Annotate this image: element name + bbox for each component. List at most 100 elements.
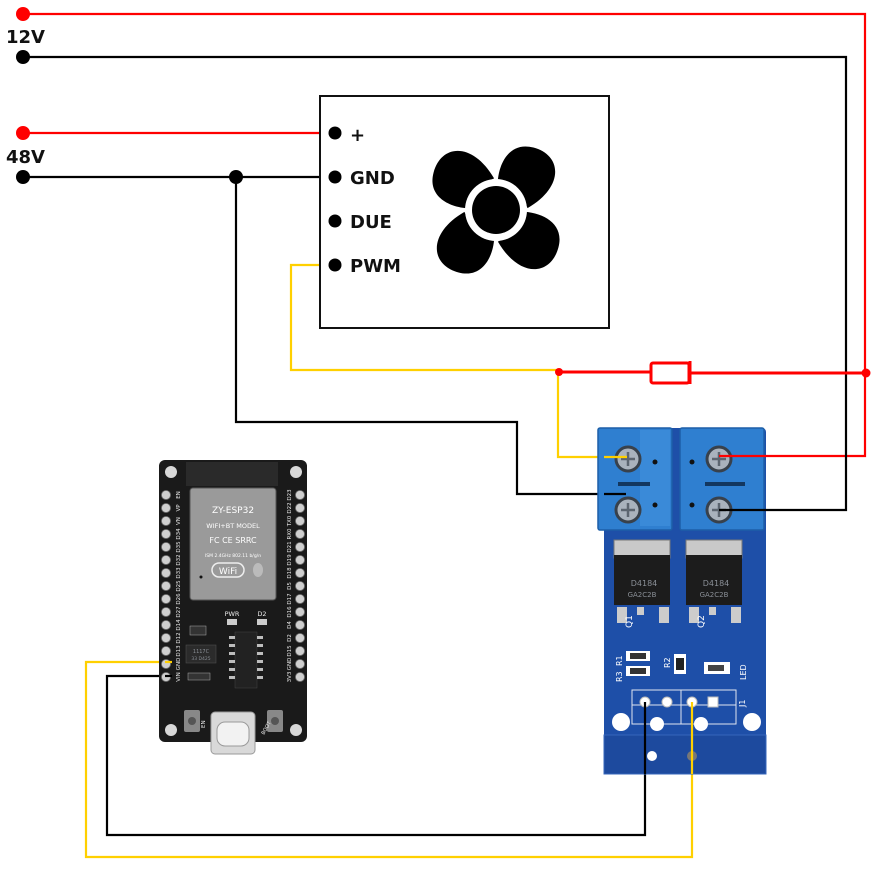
label-48v: 48V xyxy=(6,147,45,168)
r3-label: R3 xyxy=(615,671,624,682)
esp32-pin-gnd[interactable] xyxy=(295,659,305,669)
svg-text:D4184: D4184 xyxy=(631,579,658,588)
fan-icon xyxy=(432,146,560,274)
svg-text:33 D425: 33 D425 xyxy=(191,656,210,662)
label-12v: 12V xyxy=(6,27,45,48)
svg-text:ZY-ESP32: ZY-ESP32 xyxy=(212,506,254,516)
esp32-pin-label: GND xyxy=(287,658,293,671)
fan-pin-due[interactable] xyxy=(328,214,342,228)
esp32-pin-en[interactable] xyxy=(161,490,171,500)
led-label: LED xyxy=(739,664,748,680)
svg-text:WIFI+BT MODEL: WIFI+BT MODEL xyxy=(206,522,260,530)
esp32-pin-d33[interactable] xyxy=(161,568,171,578)
resistor xyxy=(649,361,692,385)
usb-serial-chip xyxy=(234,631,258,689)
esp32-pin-label: VN xyxy=(176,517,182,525)
esp32-pin-label: D13 xyxy=(176,645,182,657)
esp32-pin-d17[interactable] xyxy=(295,594,305,604)
esp32-pin-d2[interactable] xyxy=(295,633,305,643)
fan-pin-positive[interactable] xyxy=(328,126,342,140)
esp32-pin-d19[interactable] xyxy=(295,555,305,565)
esp32-pin-gnd[interactable] xyxy=(161,659,171,669)
esp32-pin-label: D32 xyxy=(176,554,182,565)
esp32-pin-d22[interactable] xyxy=(295,503,305,513)
fan-pin-label-due: DUE xyxy=(350,212,392,233)
esp32-pin-label: D19 xyxy=(287,554,293,566)
esp32-pin-d23[interactable] xyxy=(295,490,305,500)
esp32-pin-d14[interactable] xyxy=(161,620,171,630)
esp32-pin-label: D5 xyxy=(287,582,293,590)
esp32-right-header: D23D22TX0RX0D21D19D18D5D17D16D4D2D15GND3… xyxy=(287,489,305,682)
power-supply-48v: 48V xyxy=(6,126,45,184)
esp32-pin-label: D22 xyxy=(287,502,293,513)
esp32-pin-label: D14 xyxy=(176,619,182,631)
esp32-pin-vp[interactable] xyxy=(161,503,171,513)
esp32-pin-label: D2 xyxy=(287,634,293,642)
esp32-pin-d18[interactable] xyxy=(295,568,305,578)
wire-12v-positive xyxy=(22,12,867,458)
led-label-d2: D2 xyxy=(257,610,266,618)
esp32-pin-d35[interactable] xyxy=(161,542,171,552)
esp32-pin-d12[interactable] xyxy=(161,633,171,643)
svg-text:GA2C2B: GA2C2B xyxy=(628,591,657,599)
esp32-pin-label: D17 xyxy=(287,593,293,605)
q2-label: Q2 xyxy=(697,615,707,628)
esp32-left-header: ENVPVND34D35D32D33D25D26D27D14D12D13GNDV… xyxy=(161,490,182,682)
wire-esp-ground xyxy=(105,674,647,837)
fan-pin-label-positive: + xyxy=(350,125,365,146)
svg-text:WiFi: WiFi xyxy=(219,567,237,577)
esp32-pin-label: VIN xyxy=(176,672,182,682)
fan-pin-pwm[interactable] xyxy=(328,258,342,272)
terminal-48v-positive[interactable] xyxy=(16,126,30,140)
esp32-pin-label: D34 xyxy=(176,528,182,540)
esp32-pin-label: EN xyxy=(176,491,182,499)
wires xyxy=(22,12,867,859)
j1-label: J1 xyxy=(738,700,747,708)
esp32-pin-rx0[interactable] xyxy=(295,529,305,539)
esp32-pin-3v3[interactable] xyxy=(295,672,305,682)
fan-pin-gnd[interactable] xyxy=(328,170,342,184)
esp32-pin-label: D15 xyxy=(287,645,293,657)
mosfet-q1: D4184 GA2C2B Q1 xyxy=(613,539,671,628)
esp32-pin-label: D25 xyxy=(176,580,182,592)
esp32-pin-d34[interactable] xyxy=(161,529,171,539)
svg-text:FC CE SRRC: FC CE SRRC xyxy=(209,536,257,545)
esp32-pin-label: D18 xyxy=(287,567,293,579)
terminal-48v-ground[interactable] xyxy=(16,170,30,184)
wire-esp-pwm xyxy=(84,660,694,859)
esp32-pin-label: D35 xyxy=(176,541,182,553)
esp32-pin-d13[interactable] xyxy=(161,646,171,656)
esp32-pin-d5[interactable] xyxy=(295,581,305,591)
esp32-pin-d25[interactable] xyxy=(161,581,171,591)
esp32-pin-d27[interactable] xyxy=(161,607,171,617)
esp32-pin-label: D26 xyxy=(176,593,182,605)
wire-ground-to-mosfet xyxy=(234,177,627,496)
power-supply-12v: 12V xyxy=(6,7,45,64)
esp32-pin-label: D33 xyxy=(176,567,182,579)
esp32-pin-d15[interactable] xyxy=(295,646,305,656)
esp32-pin-vn[interactable] xyxy=(161,516,171,526)
terminal-12v-positive[interactable] xyxy=(16,7,30,21)
esp32-pin-d26[interactable] xyxy=(161,594,171,604)
r2-label: R2 xyxy=(663,657,672,668)
terminal-12v-ground[interactable] xyxy=(16,50,30,64)
ground-junction xyxy=(229,170,243,184)
esp32-pin-label: D4 xyxy=(287,621,293,629)
resistor-icon xyxy=(649,361,691,385)
esp32-pin-label: VP xyxy=(176,504,182,512)
esp32-pin-d4[interactable] xyxy=(295,620,305,630)
esp32-pin-label: 3V3 xyxy=(287,671,293,682)
svg-text:D4184: D4184 xyxy=(703,579,730,588)
mosfet-module: D4184 GA2C2B Q1 D4184 GA2C2B Q2 R1 R3 R2… xyxy=(597,427,767,775)
q1-label: Q1 xyxy=(625,615,635,628)
esp32-board: ZY-ESP32 WIFI+BT MODEL FC CE SRRC ISM 2.… xyxy=(159,460,307,755)
svg-text:1117C: 1117C xyxy=(193,649,210,655)
esp32-pin-label: D21 xyxy=(287,541,293,552)
r1-label: R1 xyxy=(615,655,624,666)
esp32-pin-d16[interactable] xyxy=(295,607,305,617)
esp32-pin-d32[interactable] xyxy=(161,555,171,565)
esp32-pin-tx0[interactable] xyxy=(295,516,305,526)
esp32-pin-d21[interactable] xyxy=(295,542,305,552)
terminal-block-load xyxy=(597,427,673,531)
